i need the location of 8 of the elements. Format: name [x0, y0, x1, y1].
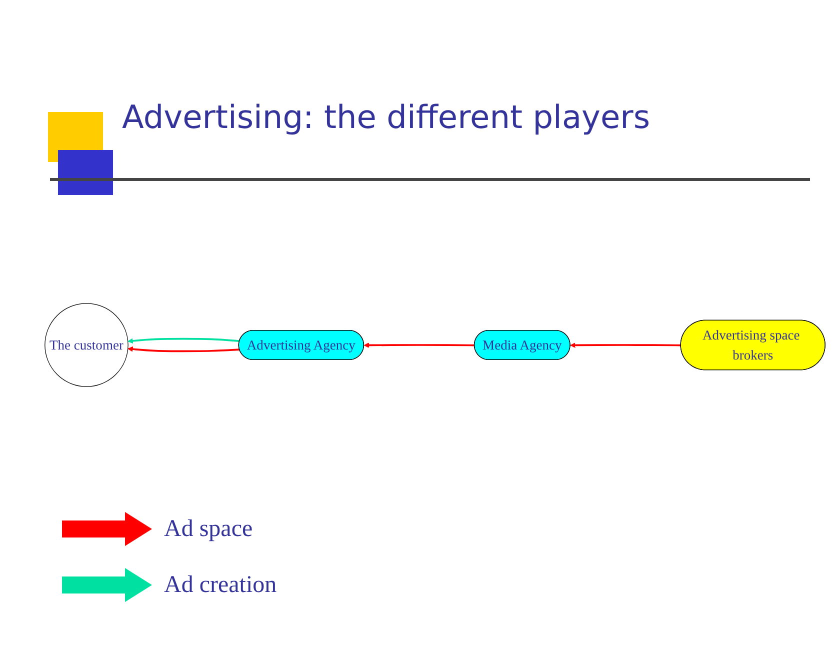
title: Advertising: the different players: [122, 98, 650, 136]
node-circle: The customer: [44, 303, 128, 387]
arrow: [128, 338, 240, 344]
arrow: [364, 342, 475, 348]
arrow: [128, 346, 240, 352]
arrow: [570, 342, 681, 348]
legend-label: Ad space: [164, 516, 253, 542]
legend-label: Ad creation: [164, 572, 277, 598]
